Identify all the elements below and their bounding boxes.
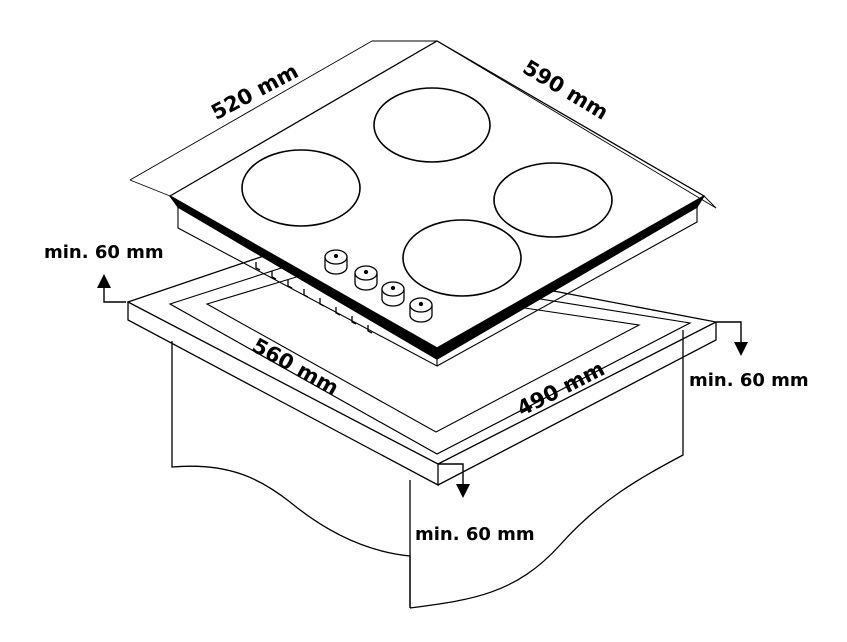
cabinet-front-panel — [171, 341, 411, 608]
control-knob — [409, 297, 433, 323]
front-clearance-label: min. 60 mm — [415, 524, 535, 545]
cooking-zone-right — [493, 162, 613, 238]
arrow-down-icon — [734, 342, 748, 356]
cooking-zone-front — [402, 219, 522, 297]
rear-clearance-label: min. 60 mm — [44, 242, 164, 263]
control-knobs — [324, 249, 433, 323]
control-knob — [354, 265, 378, 291]
control-knob — [324, 249, 348, 275]
arrow-heads — [97, 274, 748, 498]
cooking-zones — [241, 87, 613, 297]
clearance-arrows — [103, 284, 742, 487]
worktop-front-edge — [127, 302, 439, 487]
control-knob — [381, 281, 405, 307]
front-clearance-arrow — [438, 463, 464, 487]
side-clearance-arrow — [716, 321, 742, 345]
rear-clearance-arrow — [103, 284, 126, 303]
cabinet-side-panel — [409, 330, 684, 609]
worktop-side-edge — [437, 322, 717, 486]
cutout-width-label: 560 mm — [248, 333, 343, 400]
mounting-clips — [255, 262, 373, 334]
cooking-zone-left — [241, 149, 361, 227]
cutout-inner-outline — [205, 274, 641, 433]
dimension-lines — [129, 40, 717, 455]
hob-underside-right — [436, 207, 698, 367]
arrow-down-icon — [456, 484, 470, 498]
hob-depth-label: 520 mm — [207, 59, 302, 125]
cabinet-body — [171, 330, 684, 609]
side-clearance-label: min. 60 mm — [689, 370, 809, 391]
cooking-zone-rear — [373, 87, 491, 163]
arrow-up-icon — [97, 274, 111, 288]
